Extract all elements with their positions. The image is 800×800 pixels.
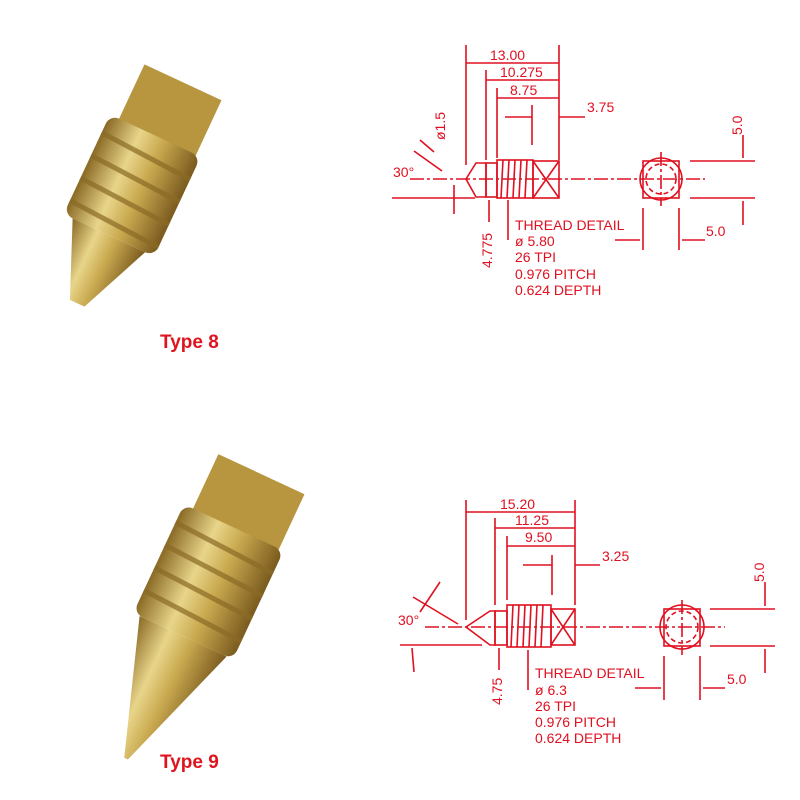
dim-thread-len: 9.50 (525, 529, 552, 545)
dim-hex-len: 3.75 (587, 99, 614, 115)
dim-hex-len: 3.25 (602, 548, 629, 564)
dim-tip-dia: ø1.5 (432, 112, 448, 140)
dim-hex-width: 5.0 (706, 223, 726, 239)
dim-angle: 30° (398, 612, 419, 628)
drawing-text: 26 TPI (535, 698, 576, 714)
drawing-text: 0.976 PITCH (515, 266, 596, 282)
type9-label: Type 9 (160, 752, 219, 773)
type8-drawing: 13.00 10.275 8.75 3.75 ø1.5 30° 4.775 TH… (392, 45, 755, 298)
dim-overall: 15.20 (500, 496, 535, 512)
drawing-text: ø 6.3 (535, 682, 567, 698)
dim-tip-len: 4.775 (479, 233, 495, 268)
type9-nozzle-image (124, 454, 305, 760)
dim-hex-height: 5.0 (729, 115, 745, 135)
drawing-text: 26 TPI (515, 249, 556, 265)
dim-overall: 13.00 (490, 47, 525, 63)
type8-label: Type 8 (160, 332, 219, 353)
dim-hex-width: 5.0 (727, 671, 747, 687)
thread-detail: THREAD DETAIL ø 5.80 26 TPI 0.976 PITCH … (515, 217, 625, 298)
dim-thread-len: 8.75 (510, 82, 537, 98)
drawing-text: THREAD DETAIL (515, 217, 625, 233)
type8-nozzle-image (66, 64, 222, 307)
drawing-text: 0.976 PITCH (535, 714, 616, 730)
drawing-text: 0.624 DEPTH (535, 730, 621, 746)
drawing-text: ø 5.80 (515, 233, 555, 249)
thread-detail: THREAD DETAIL ø 6.3 26 TPI 0.976 PITCH 0… (535, 665, 645, 746)
dim-angle: 30° (393, 164, 414, 180)
dim-thread-start: 11.25 (515, 512, 549, 528)
dim-tip-len: 4.75 (489, 678, 505, 705)
drawing-text: 0.624 DEPTH (515, 282, 601, 298)
dim-hex-height: 5.0 (751, 562, 767, 582)
drawing-text: THREAD DETAIL (535, 665, 645, 681)
type9-drawing: 15.20 11.25 9.50 3.25 30° 4.75 THREAD DE… (398, 496, 775, 746)
dim-thread-start: 10.275 (500, 64, 543, 80)
